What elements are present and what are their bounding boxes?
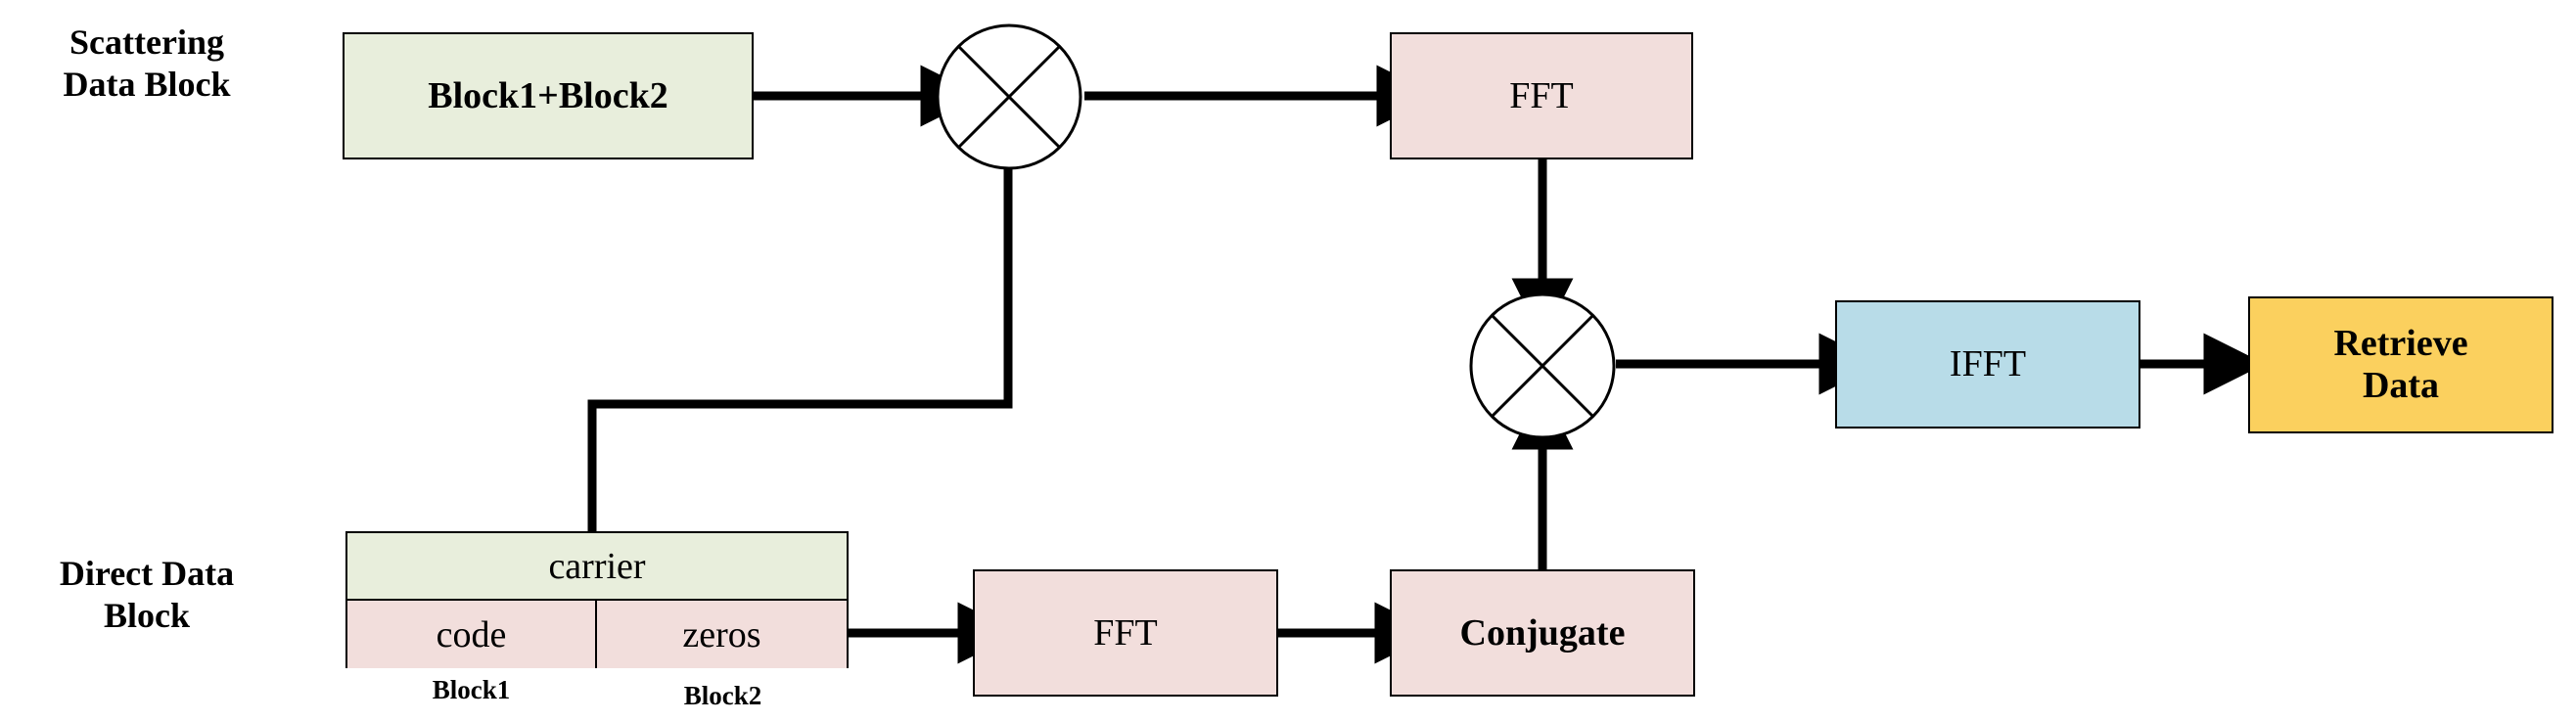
composite-row-code-zeros: code zeros — [347, 601, 847, 668]
node-retrieve-data-line1: Retrieve — [2333, 323, 2468, 365]
label-direct-line2: Block — [103, 596, 190, 636]
cell-carrier[interactable]: carrier — [347, 533, 847, 599]
mixer-bottom[interactable] — [1468, 292, 1617, 440]
label-direct-data-block: Direct Data Block — [0, 553, 294, 637]
node-direct-data-composite[interactable]: carrier code zeros — [345, 531, 849, 668]
cell-code-label: code — [436, 613, 507, 655]
node-fft-top-label: FFT — [1509, 74, 1574, 116]
composite-row-carrier: carrier — [347, 533, 847, 601]
sublabel-block2: Block2 — [683, 681, 762, 710]
mixer-top-cross-b — [956, 44, 1062, 150]
node-block1-plus-block2-label: Block1+Block2 — [428, 74, 668, 116]
node-fft-top[interactable]: FFT — [1390, 32, 1693, 159]
node-block1-plus-block2[interactable]: Block1+Block2 — [343, 32, 754, 159]
node-fft-bottom-label: FFT — [1093, 611, 1158, 654]
mixer-bottom-cross-b — [1490, 313, 1595, 419]
cell-carrier-label: carrier — [548, 545, 646, 587]
cell-zeros-label: zeros — [682, 613, 761, 655]
node-ifft-label: IFFT — [1949, 343, 2027, 385]
cell-zeros[interactable]: zeros — [597, 601, 847, 668]
wire-carrier-feedback-to-mixer-top — [587, 96, 1039, 533]
label-scattering-data-block: Scattering Data Block — [0, 22, 294, 106]
node-ifft[interactable]: IFFT — [1835, 300, 2140, 429]
node-fft-bottom[interactable]: FFT — [973, 569, 1278, 697]
cell-code[interactable]: code — [347, 601, 597, 668]
sublabel-block1: Block1 — [432, 675, 511, 704]
label-scattering-line1: Scattering — [69, 23, 224, 62]
node-conjugate[interactable]: Conjugate — [1390, 569, 1695, 697]
label-direct-line1: Direct Data — [59, 554, 235, 593]
label-scattering-line2: Data Block — [63, 65, 231, 105]
node-retrieve-data[interactable]: Retrieve Data — [2248, 296, 2553, 433]
node-conjugate-label: Conjugate — [1459, 611, 1626, 654]
mixer-top[interactable] — [935, 23, 1083, 171]
node-retrieve-data-line2: Data — [2362, 365, 2440, 406]
